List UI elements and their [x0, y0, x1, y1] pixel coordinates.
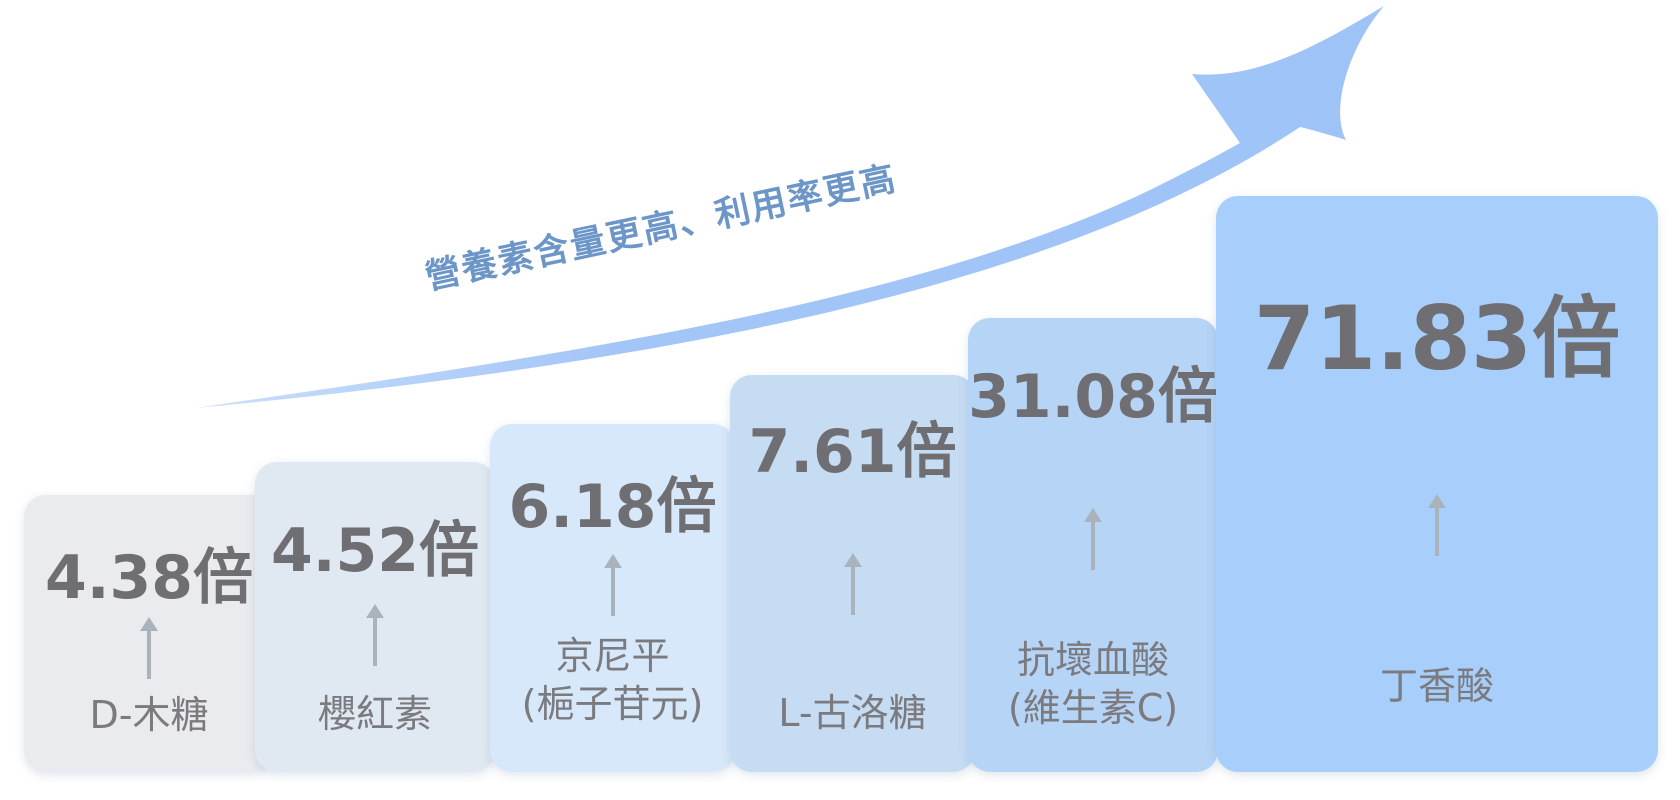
compound-name-line2: (梔子苷元) — [521, 682, 704, 726]
up-arrow-icon — [603, 554, 622, 616]
compound-name: 京尼平 (梔子苷元) — [490, 632, 735, 728]
multiple-value: 7.61倍 — [748, 417, 957, 487]
multiple-value: 31.08倍 — [968, 362, 1218, 432]
card-ascorbic-acid: 31.08倍 抗壞血酸 (維生素C) — [968, 318, 1218, 772]
compound-name: 抗壞血酸 (維生素C) — [968, 636, 1218, 732]
card-d-xylose: 4.38倍 D-木糖 — [24, 495, 274, 772]
compound-name-line2: (維生素C) — [1007, 686, 1179, 730]
multiple-value: 71.83倍 — [1253, 287, 1621, 390]
compound-name: 櫻紅素 — [255, 690, 495, 738]
compound-name-line1: 丁香酸 — [1379, 664, 1494, 708]
compound-name-line1: 櫻紅素 — [317, 692, 432, 736]
up-arrow-icon — [1428, 494, 1446, 556]
multiple-value: 4.38倍 — [44, 543, 254, 613]
multiple-value: 4.52倍 — [270, 516, 480, 586]
compound-name: L-古洛糖 — [730, 689, 975, 737]
card-l-gulose: 7.61倍 L-古洛糖 — [730, 375, 975, 772]
up-arrow-icon — [1084, 508, 1102, 570]
up-arrow-icon — [366, 604, 384, 666]
compound-name: 丁香酸 — [1216, 662, 1658, 710]
compound-name-line1: L-古洛糖 — [778, 691, 927, 735]
compound-name-line1: 抗壞血酸 — [1016, 638, 1169, 682]
up-arrow-icon — [140, 617, 158, 679]
multiple-value: 6.18倍 — [508, 472, 717, 542]
slogan-text: 營養素含量更高、利用率更高 — [421, 158, 901, 298]
card-cherry-red: 4.52倍 櫻紅素 — [255, 462, 495, 772]
compound-name: D-木糖 — [24, 691, 274, 739]
card-syringic-acid: 71.83倍 丁香酸 — [1216, 196, 1658, 772]
compound-name-line1: D-木糖 — [89, 693, 209, 737]
up-arrow-icon — [843, 553, 862, 615]
card-genipin: 6.18倍 京尼平 (梔子苷元) — [490, 424, 735, 772]
compound-name-line1: 京尼平 — [555, 634, 670, 678]
